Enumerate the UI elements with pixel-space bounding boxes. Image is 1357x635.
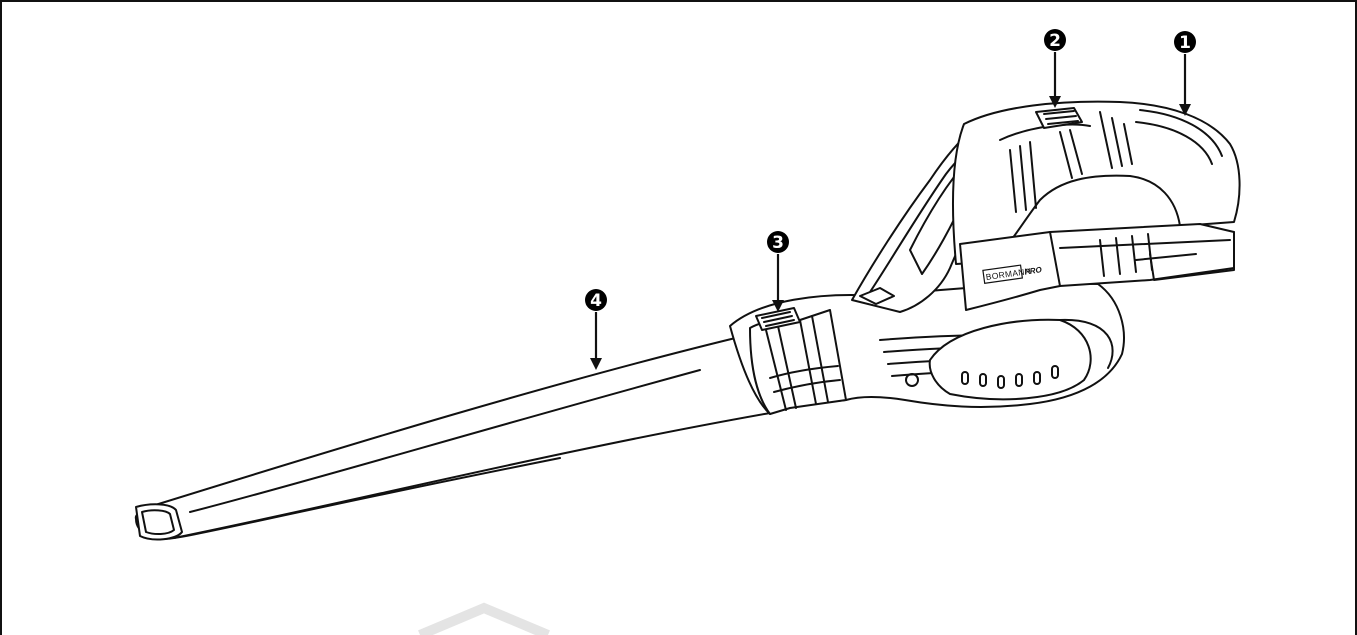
callout-3-number: 3 — [772, 233, 784, 253]
trigger-switch — [1035, 107, 1083, 129]
battery-receptacle — [959, 223, 1235, 311]
callout-1-arrow — [1179, 104, 1191, 116]
brand-badge-box — [982, 264, 1024, 284]
callout-1-number: 1 — [1179, 33, 1191, 53]
brand-suffix: PRO — [1024, 265, 1043, 276]
callout-3-marker — [767, 231, 789, 253]
motor-housing — [729, 282, 1125, 415]
callout-4-number: 4 — [590, 291, 602, 311]
vent-slots — [961, 365, 1059, 389]
callout-4-arrow — [590, 358, 602, 370]
callout-3-arrow — [772, 300, 784, 312]
callout-2: 2 — [1044, 29, 1066, 108]
watermark-fragment — [418, 602, 550, 635]
callout-3: 3 — [767, 231, 789, 312]
callout-1-marker — [1174, 31, 1196, 53]
callout-4-marker — [585, 289, 607, 311]
blower-tube — [134, 333, 771, 541]
brand-badge: BORMANN PRO — [982, 264, 1043, 284]
callout-2-marker — [1044, 29, 1066, 51]
callout-2-number: 2 — [1049, 31, 1061, 51]
callout-2-arrow — [1049, 96, 1061, 108]
blower-drawing — [134, 100, 1241, 541]
callout-4: 4 — [585, 289, 607, 370]
callout-1: 1 — [1174, 31, 1196, 116]
speed-button — [755, 307, 801, 331]
